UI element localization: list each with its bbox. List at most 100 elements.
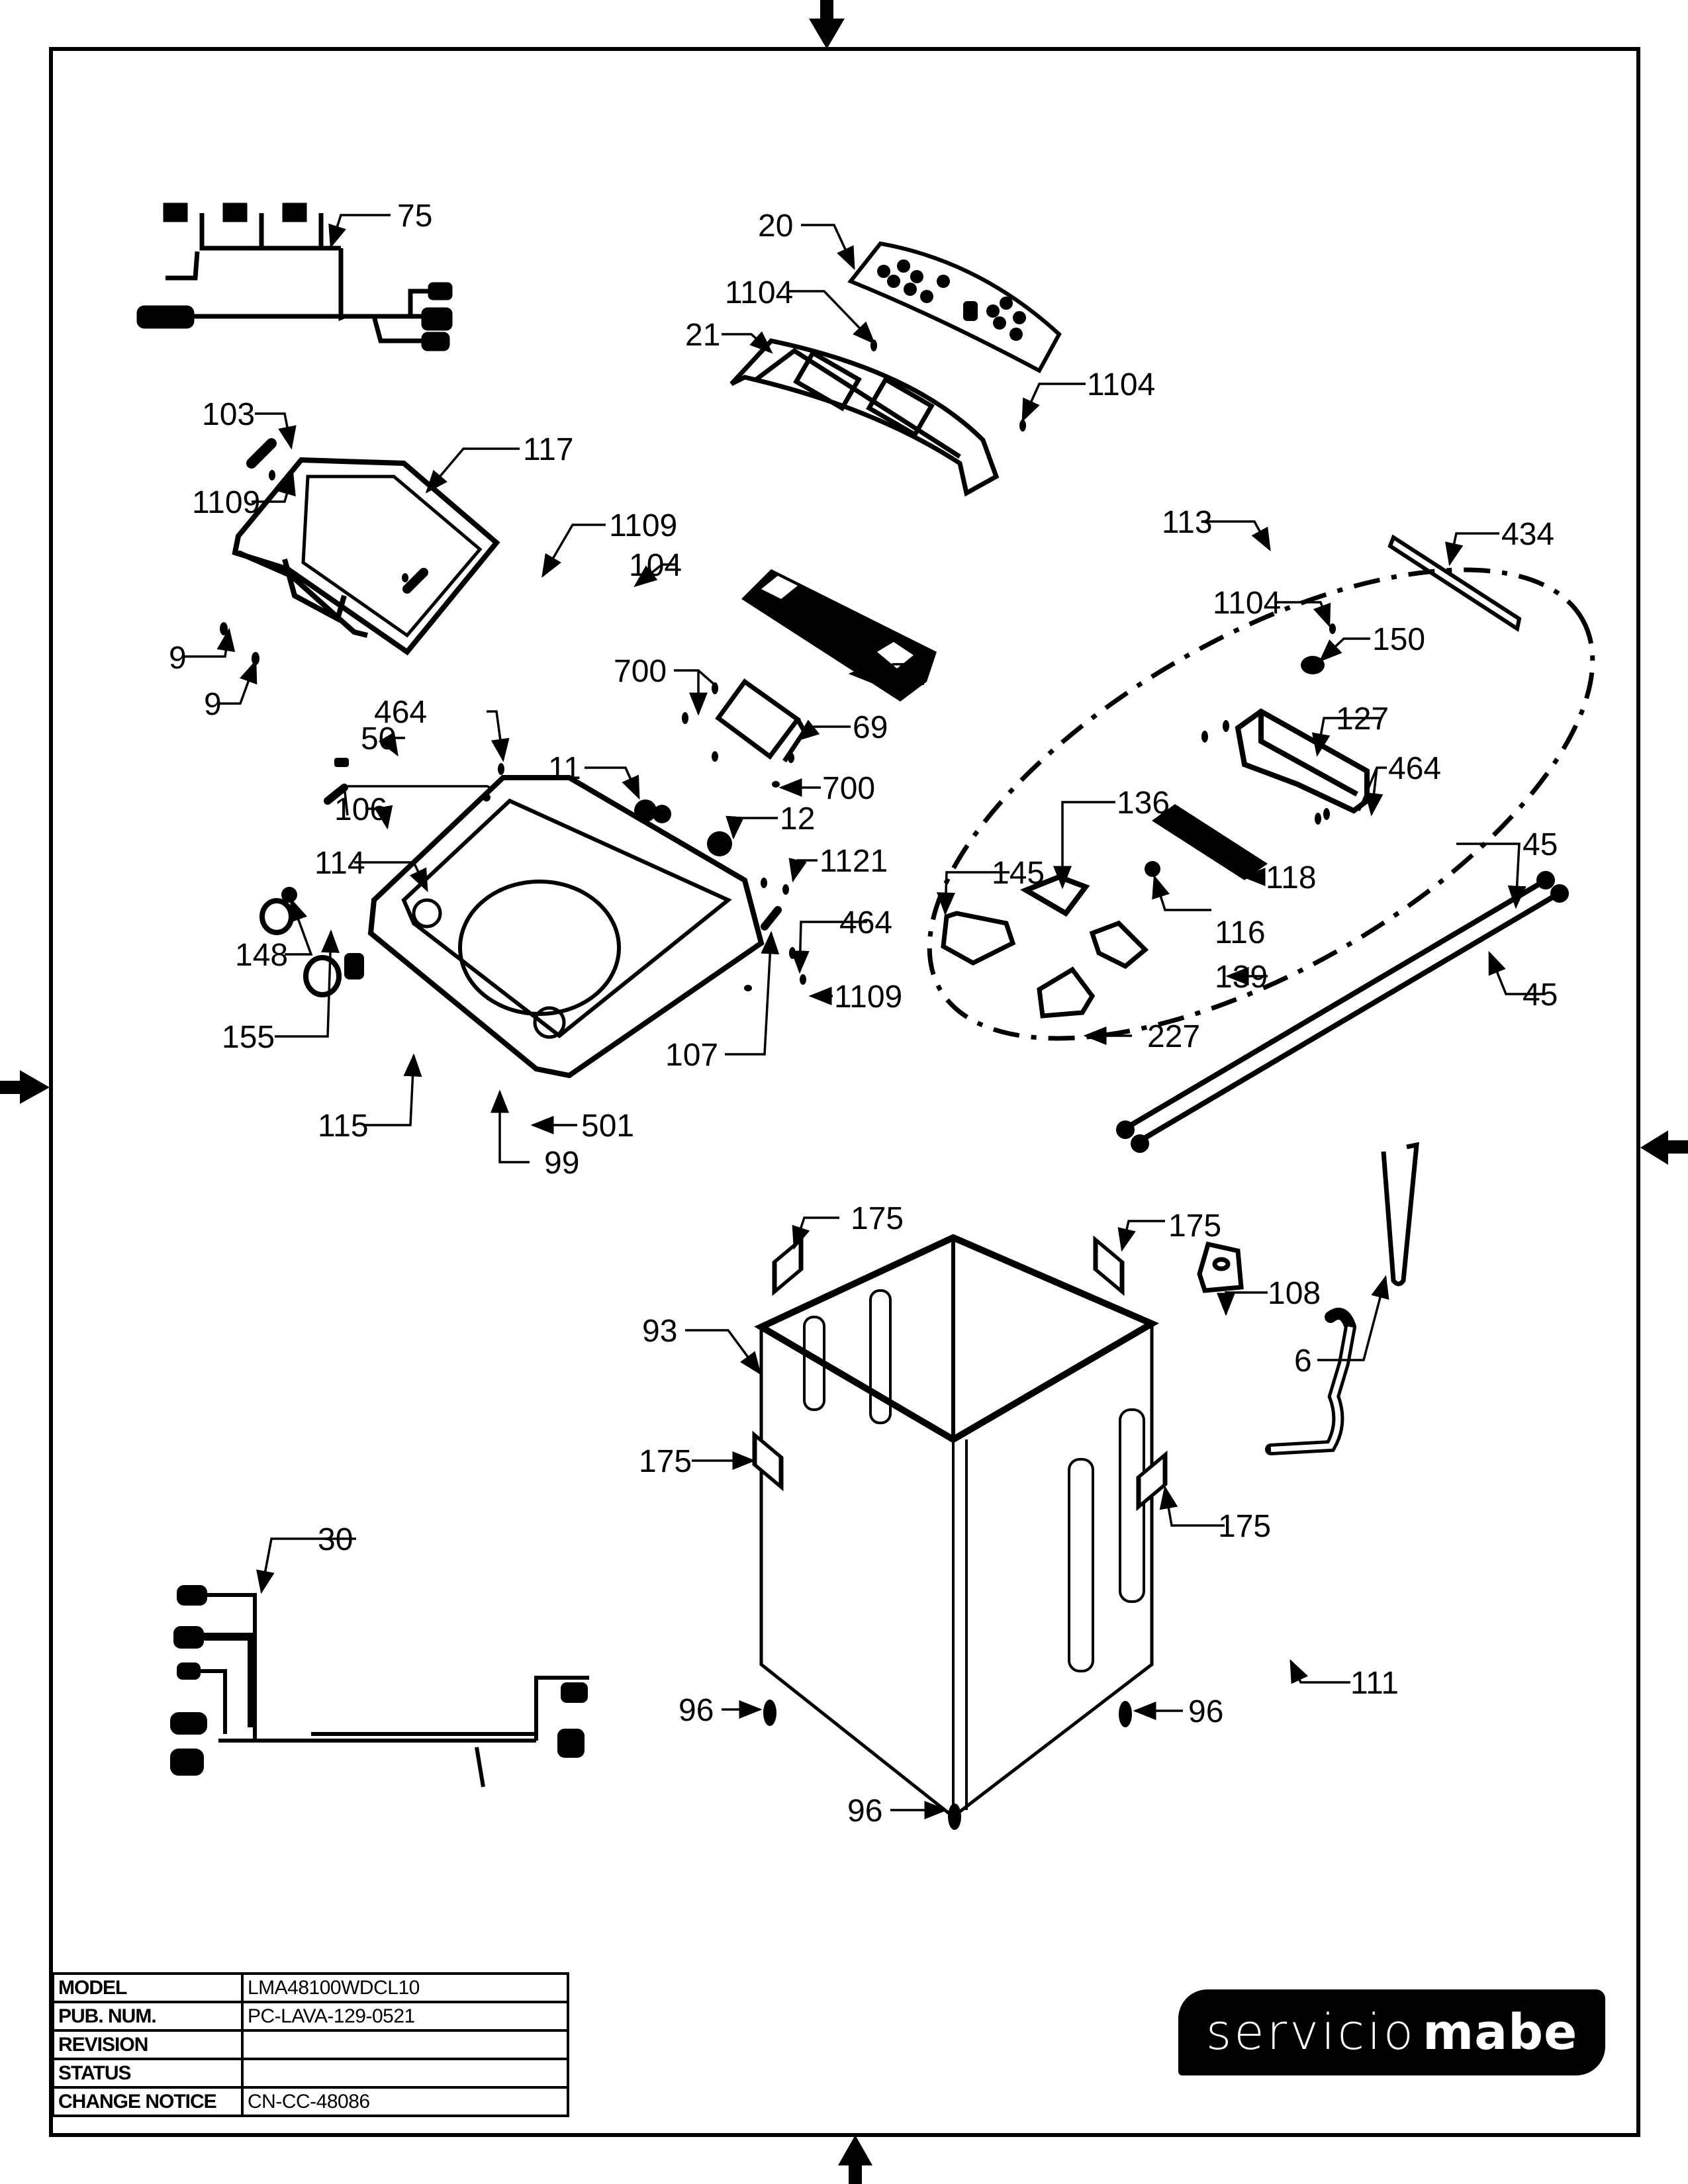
callout-136: 136: [1117, 786, 1170, 821]
part-115-cap: [303, 955, 342, 997]
part-111-drain-hose-inner: [1270, 1326, 1353, 1452]
part-69-pcb-cover: [715, 678, 808, 762]
part-30-wire-harness: [170, 1585, 589, 1788]
frame-center-arrow-right: [1640, 1130, 1688, 1165]
part-107-hinge: [761, 906, 782, 931]
callout-75: 75: [397, 199, 432, 234]
part-6-wire: [1381, 1142, 1419, 1287]
drawing-frame: [49, 47, 1640, 2137]
callout-93: 93: [642, 1314, 677, 1349]
part-434-strip: [1387, 534, 1522, 632]
callout-434: 434: [1501, 517, 1554, 552]
part-106-hinge: [324, 784, 348, 805]
callout-1109: 1109: [609, 508, 677, 543]
callout-1109: 1109: [834, 979, 902, 1015]
frame-center-arrow-bottom: [838, 2135, 872, 2184]
callout-45: 45: [1523, 827, 1558, 862]
revision-value: [241, 2029, 569, 2060]
part-45-suspension-rods: [1116, 871, 1569, 1153]
frame-center-arrow-left: [0, 1070, 50, 1104]
callout-1104: 1104: [1087, 367, 1155, 402]
callout-464: 464: [839, 905, 892, 940]
callout-96: 96: [1188, 1694, 1223, 1729]
callout-107: 107: [665, 1038, 718, 1073]
callout-9: 9: [204, 687, 222, 722]
part-104-hinge: [402, 568, 428, 594]
title-block-key: MODEL: [52, 1972, 244, 2003]
callout-127: 127: [1336, 702, 1389, 737]
part-118-tray: [1152, 804, 1268, 880]
callout-148: 148: [235, 938, 288, 973]
callout-117: 117: [523, 432, 574, 467]
part-72-pcb: [741, 569, 937, 702]
title-block-row-model: MODEL LMA48100WDCL10: [52, 1972, 569, 2003]
frame-center-arrow-top: [809, 0, 845, 49]
callout-30: 30: [318, 1522, 353, 1557]
callout-11: 11: [548, 751, 581, 786]
logo-text-light: servicio: [1205, 2004, 1417, 2061]
part-20-control-panel-decal: [847, 241, 1062, 374]
callout-155: 155: [222, 1020, 275, 1055]
part-108-bracket: [1197, 1241, 1244, 1293]
callout-labels: 75 20 1104 21 1104 103 117 1109 1109 104…: [169, 199, 1558, 1829]
callout-175: 175: [1218, 1509, 1271, 1544]
callout-20: 20: [758, 208, 793, 244]
callout-21: 21: [685, 318, 720, 353]
part-117-lid: [232, 457, 500, 656]
callout-1109: 1109: [192, 485, 260, 520]
part-21-console: [729, 338, 1000, 497]
part-113-dispenser-assembly-boundary: [927, 567, 1595, 1041]
logo-text-bold: mabe: [1423, 2004, 1578, 2061]
part-114-top-cover: [367, 775, 765, 1079]
status-value: [241, 2058, 569, 2089]
part-150-valve: [1301, 656, 1325, 674]
callout-45: 45: [1523, 978, 1558, 1013]
part-103-hinge: [246, 438, 277, 469]
part-155-cap: [259, 898, 294, 935]
callout-464: 464: [1388, 751, 1441, 786]
part-50-switch: [334, 758, 349, 767]
callout-108: 108: [1268, 1276, 1321, 1311]
part-227-cup: [1037, 966, 1096, 1019]
title-block: MODEL LMA48100WDCL10 PUB. NUM. PC-LAVA-1…: [52, 1972, 569, 2117]
title-block-key: REVISION: [52, 2029, 244, 2060]
change-notice-value: CN-CC-48086: [241, 2086, 569, 2117]
callout-50: 50: [361, 721, 396, 756]
title-block-key: STATUS: [52, 2058, 244, 2089]
part-175-labels: [752, 1235, 1168, 1512]
title-block-row-revision: REVISION: [52, 2029, 569, 2060]
callout-1104: 1104: [725, 275, 793, 310]
callout-12: 12: [780, 801, 815, 837]
part-12-pressure-switch: [707, 831, 732, 856]
part-93-cabinet: [754, 1234, 1160, 1819]
part-96-feet: [763, 1700, 1132, 1830]
part-11-inlet: [634, 799, 671, 823]
callout-116: 116: [1215, 915, 1266, 950]
title-block-key: CHANGE NOTICE: [52, 2086, 244, 2117]
model-value: LMA48100WDCL10: [241, 1972, 569, 2003]
callout-150: 150: [1372, 622, 1425, 657]
callout-99: 99: [544, 1146, 579, 1181]
callout-111: 111: [1350, 1666, 1399, 1701]
callout-96: 96: [847, 1794, 882, 1829]
callout-72: 72: [890, 657, 925, 692]
callout-103: 103: [202, 397, 255, 432]
title-block-row-change-notice: CHANGE NOTICE CN-CC-48086: [52, 2086, 569, 2117]
part-116-knob: [1145, 861, 1160, 877]
callout-175: 175: [1168, 1208, 1221, 1244]
callout-113: 113: [1162, 505, 1213, 540]
callout-114: 114: [314, 846, 365, 881]
callout-145: 145: [992, 856, 1045, 891]
title-block-key: PUB. NUM.: [52, 2001, 244, 2032]
title-block-row-pub-num: PUB. NUM. PC-LAVA-129-0521: [52, 2001, 569, 2032]
title-block-row-status: STATUS: [52, 2058, 569, 2089]
callout-700: 700: [614, 654, 667, 689]
callout-118: 118: [1266, 860, 1317, 895]
part-75-wire-harness: [136, 203, 453, 351]
callout-69: 69: [853, 710, 888, 745]
callout-9: 9: [169, 641, 187, 676]
callout-175: 175: [639, 1444, 692, 1479]
callout-115: 115: [318, 1109, 369, 1144]
leader-lines: [184, 214, 1546, 1819]
